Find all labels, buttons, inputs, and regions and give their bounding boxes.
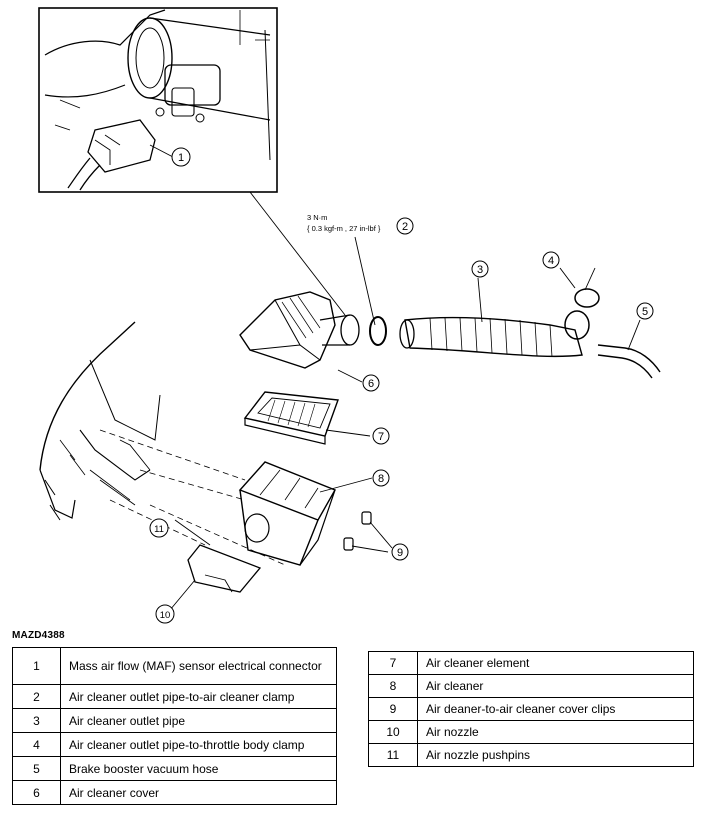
cover-clips (343, 511, 393, 553)
torque-spec-value: 3 N·m (307, 213, 327, 222)
legend-number: 10 (368, 720, 418, 744)
leader-inset (249, 191, 346, 316)
callout-4: 4 (548, 255, 554, 267)
exploded-diagram: 1 2 3 4 5 6 7 8 9 10 11 3 N·m { 0.3 kgf-… (38, 7, 661, 624)
legend-row: 11 Air nozzle pushpins (368, 743, 694, 767)
callout-5: 5 (642, 306, 648, 318)
legend-number: 3 (12, 708, 61, 733)
legend-row: 8 Air cleaner (368, 674, 694, 698)
legend-row: 6 Air cleaner cover (12, 780, 337, 805)
callout-7: 7 (378, 431, 384, 443)
air-cleaner-box (238, 461, 373, 566)
legend-number: 4 (12, 732, 61, 757)
legend-number: 1 (12, 647, 61, 685)
legend-number: 2 (12, 684, 61, 709)
legend-number: 6 (12, 780, 61, 805)
throttle-body-clamp (559, 267, 600, 308)
legend-description: Air cleaner element (417, 651, 694, 675)
legend-description: Air cleaner outlet pipe (60, 708, 337, 733)
leader-torque (354, 236, 376, 326)
legend-number: 8 (368, 674, 418, 698)
vacuum-hose (597, 319, 661, 379)
legend-description: Air cleaner outlet pipe-to-air cleaner c… (60, 684, 337, 709)
figure-id: MAZD4388 (12, 630, 65, 641)
legend-description: Air deaner-to-air cleaner cover clips (417, 697, 694, 721)
legend-description: Brake booster vacuum hose (60, 756, 337, 781)
legend-row: 7 Air cleaner element (368, 651, 694, 675)
legend-row: 1 Mass air flow (MAF) sensor electrical … (12, 647, 337, 685)
callout-3: 3 (477, 264, 483, 276)
inset-detail (38, 7, 278, 193)
legend-description: Mass air flow (MAF) sensor electrical co… (60, 647, 337, 685)
callout-8: 8 (378, 473, 384, 485)
legend-number: 9 (368, 697, 418, 721)
callout-2: 2 (402, 221, 408, 233)
legend-number: 7 (368, 651, 418, 675)
legend-row: 3 Air cleaner outlet pipe (12, 708, 337, 733)
legend-number: 5 (12, 756, 61, 781)
callout-6: 6 (368, 378, 374, 390)
callout-11: 11 (154, 524, 164, 535)
legend-description: Air cleaner (417, 674, 694, 698)
legend-row: 10 Air nozzle (368, 720, 694, 744)
callouts (149, 147, 654, 624)
legend-row: 5 Brake booster vacuum hose (12, 756, 337, 781)
legend-description: Air cleaner cover (60, 780, 337, 805)
assembly-guides (99, 429, 286, 566)
legend-description: Air nozzle (417, 720, 694, 744)
callout-10: 10 (160, 610, 171, 621)
air-cleaner-cover (239, 291, 363, 383)
outlet-pipe-clamp (369, 316, 387, 346)
legend-row: 2 Air cleaner outlet pipe-to-air cleaner… (12, 684, 337, 709)
air-cleaner-element (243, 391, 371, 445)
callout-9: 9 (397, 547, 403, 559)
air-nozzle (169, 519, 262, 611)
legend-table-right: 7 Air cleaner element 8 Air cleaner 9 Ai… (368, 651, 694, 767)
legend-row: 9 Air deaner-to-air cleaner cover clips (368, 697, 694, 721)
vehicle-fender (39, 321, 161, 521)
callout-1: 1 (178, 152, 184, 164)
legend-number: 11 (368, 743, 418, 767)
air-cleaner-outlet-pipe (399, 277, 590, 358)
torque-spec-alt-units: { 0.3 kgf-m , 27 in-lbf } (307, 224, 381, 233)
legend-table-left: 1 Mass air flow (MAF) sensor electrical … (12, 647, 337, 805)
legend-description: Air cleaner outlet pipe-to-throttle body… (60, 732, 337, 757)
legend-row: 4 Air cleaner outlet pipe-to-throttle bo… (12, 732, 337, 757)
legend-description: Air nozzle pushpins (417, 743, 694, 767)
